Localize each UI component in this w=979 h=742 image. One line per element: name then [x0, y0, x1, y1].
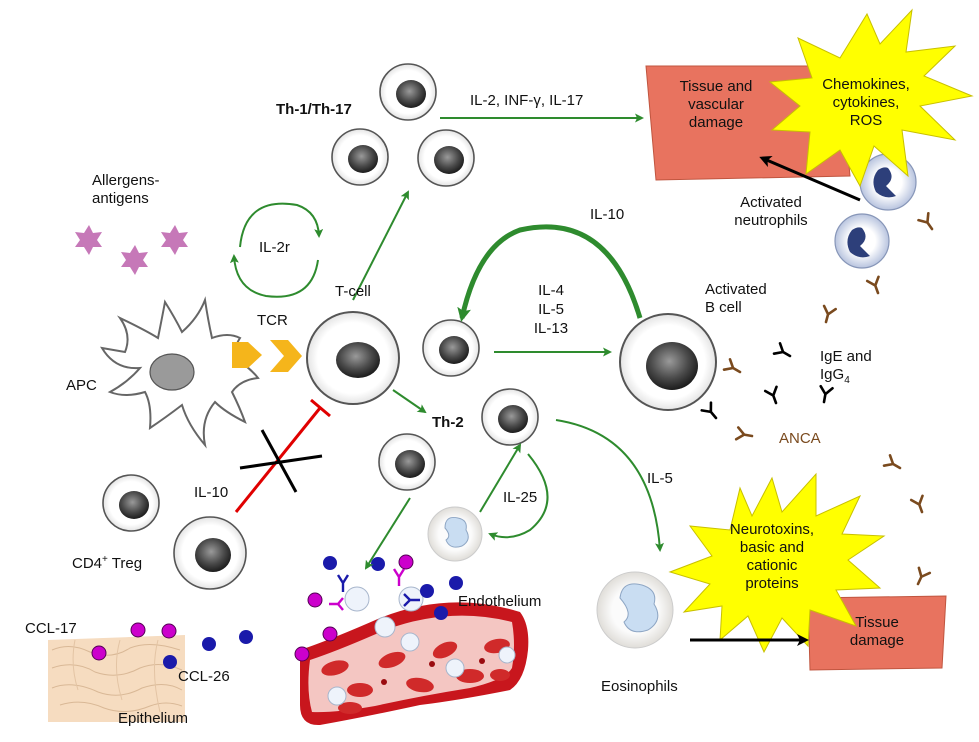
th2-label: Th-2 [432, 414, 464, 431]
tissue-damage-label: Tissue damage [849, 614, 905, 649]
apc-cell [100, 296, 260, 449]
epithelium-label: Epithelium [118, 710, 189, 727]
ccl26-label: CCL-26 [178, 668, 230, 685]
neurotoxins-label: Neurotoxins, basic and cationic proteins [729, 521, 815, 592]
th1-cytokines-label: IL-2, INF-γ, IL-17 [470, 92, 584, 109]
il25-label: IL-25 [503, 489, 538, 506]
t-cell-label: T-cell [335, 283, 371, 300]
apc-label: APC [66, 377, 97, 394]
chemokines-label: Chemokines, cytokines, ROS [822, 76, 910, 129]
il5-label: IL-5 [647, 470, 673, 487]
ige-igg4-antibodies [700, 342, 834, 424]
eosinophils-label: Eosinophils [601, 678, 678, 695]
ige-igg4-subscript: 4 [844, 375, 850, 386]
anca-label: ANCA [779, 430, 821, 447]
il10-left-label: IL-10 [194, 484, 229, 501]
tissue-vascular-damage-label: Tissue and vascular damage [679, 78, 753, 131]
naive-t-cell [306, 311, 400, 405]
tcr-label: TCR [257, 312, 288, 329]
eosinophil-cell [596, 571, 674, 649]
allergens-label: Allergens- antigens [92, 172, 160, 207]
il2r-loop [229, 202, 324, 298]
th1-th17-label: Th-1/Th-17 [276, 101, 352, 118]
activated-neutrophils-label: Activated neutrophils [734, 194, 808, 229]
th1-th17-cells [331, 63, 475, 187]
il10-top-label: IL-10 [590, 206, 625, 223]
pathway-arrows [352, 113, 861, 646]
endothelium-label: Endothelium [458, 593, 542, 610]
ige-igg4-text: IgE and IgG [820, 348, 872, 383]
th2-cytokines-label: IL-4 IL-5 IL-13 [533, 282, 569, 337]
ccl17-label: CCL-17 [25, 620, 77, 637]
cd4-text: CD4 [72, 555, 103, 572]
blood-vessel [300, 586, 529, 726]
il25-cell [427, 506, 483, 562]
endothelial-antibodies [329, 568, 420, 611]
chemokine-dots [91, 554, 463, 669]
tcr-receptor [232, 340, 302, 372]
neurotoxins-burst [668, 472, 886, 654]
treg-cells [102, 474, 247, 590]
epithelium-tissue [48, 635, 185, 722]
cd4-treg-label: CD4+ Treg [72, 551, 142, 573]
cd4-superscript: + [102, 554, 108, 565]
treg-inhibition [234, 398, 331, 513]
activated-b-cell [619, 313, 717, 411]
il2r-label: IL-2r [259, 239, 290, 256]
ige-igg4-label: IgE and IgG4 [820, 348, 872, 390]
allergen-particles [75, 225, 188, 275]
treg-text: Treg [107, 555, 143, 572]
chemokines-burst [768, 8, 974, 188]
activated-b-cell-label: Activated B cell [705, 281, 767, 316]
th2-cells [378, 319, 539, 491]
